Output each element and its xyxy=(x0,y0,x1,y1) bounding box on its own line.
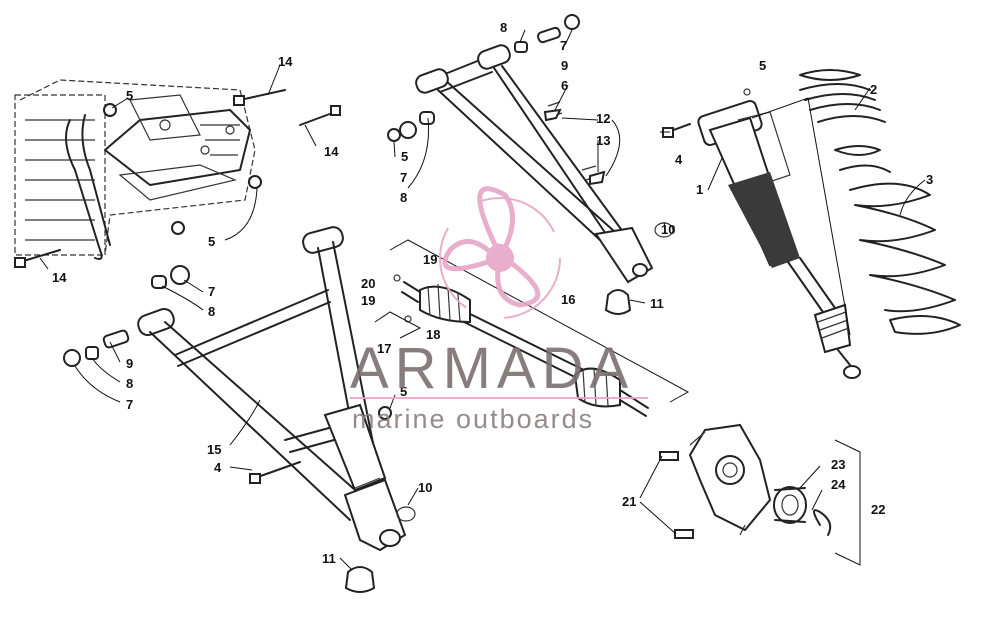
callout-8: 8 xyxy=(208,304,215,319)
shock-absorber xyxy=(697,88,861,379)
callout-5: 5 xyxy=(401,149,408,164)
callout-18: 18 xyxy=(426,327,440,342)
steering-knuckle xyxy=(659,423,772,539)
callout-labels: 1 2 3 4 4 5 5 5 5 5 6 7 7 7 7 8 8 8 8 9 … xyxy=(52,20,933,566)
callout-7: 7 xyxy=(560,38,567,53)
callout-7: 7 xyxy=(126,397,133,412)
sub-assembly-brackets xyxy=(374,239,861,566)
callout-8: 8 xyxy=(126,376,133,391)
callout-2: 2 xyxy=(870,82,877,97)
callout-24: 24 xyxy=(831,477,846,492)
callout-20: 20 xyxy=(361,276,375,291)
callout-3: 3 xyxy=(926,172,933,187)
callout-8: 8 xyxy=(400,190,407,205)
callout-19: 19 xyxy=(361,293,375,308)
callout-4: 4 xyxy=(675,152,683,167)
callout-14: 14 xyxy=(52,270,67,285)
callout-4: 4 xyxy=(214,460,222,475)
callout-10: 10 xyxy=(661,222,675,237)
callout-22: 22 xyxy=(871,502,885,517)
coil-spring xyxy=(799,69,961,335)
chassis-frame xyxy=(14,79,256,260)
brand-watermark: ARMADA marine outboards xyxy=(350,186,648,434)
propeller-logo-icon xyxy=(439,186,561,319)
callout-7: 7 xyxy=(208,284,215,299)
callout-1: 1 xyxy=(696,182,703,197)
callout-8: 8 xyxy=(500,20,507,35)
callout-11: 11 xyxy=(650,296,664,311)
callout-6: 6 xyxy=(561,78,568,93)
callout-7: 7 xyxy=(400,170,407,185)
callout-16: 16 xyxy=(561,292,575,307)
callout-9: 9 xyxy=(561,58,568,73)
leader-lines xyxy=(39,29,926,571)
watermark-tagline: marine outboards xyxy=(352,404,594,434)
callout-5: 5 xyxy=(400,384,407,399)
callout-19: 19 xyxy=(423,252,437,267)
callout-5: 5 xyxy=(208,234,215,249)
upper-a-arm xyxy=(415,44,654,284)
callout-5: 5 xyxy=(126,88,133,103)
watermark-brand: ARMADA xyxy=(350,336,634,401)
callout-21: 21 xyxy=(622,494,636,509)
callout-14: 14 xyxy=(278,54,293,69)
callout-9: 9 xyxy=(126,356,133,371)
drive-axle xyxy=(393,274,649,417)
lower-a-arm xyxy=(137,226,407,552)
callout-23: 23 xyxy=(831,457,845,472)
callout-5: 5 xyxy=(759,58,766,73)
callout-12: 12 xyxy=(596,111,610,126)
callout-14: 14 xyxy=(324,144,339,159)
wheel-bearing xyxy=(773,486,832,536)
callout-17: 17 xyxy=(377,341,391,356)
callout-15: 15 xyxy=(207,442,221,457)
callout-13: 13 xyxy=(596,133,610,148)
callout-11: 11 xyxy=(322,551,336,566)
hardware-parts xyxy=(14,14,691,593)
callout-10: 10 xyxy=(418,480,432,495)
